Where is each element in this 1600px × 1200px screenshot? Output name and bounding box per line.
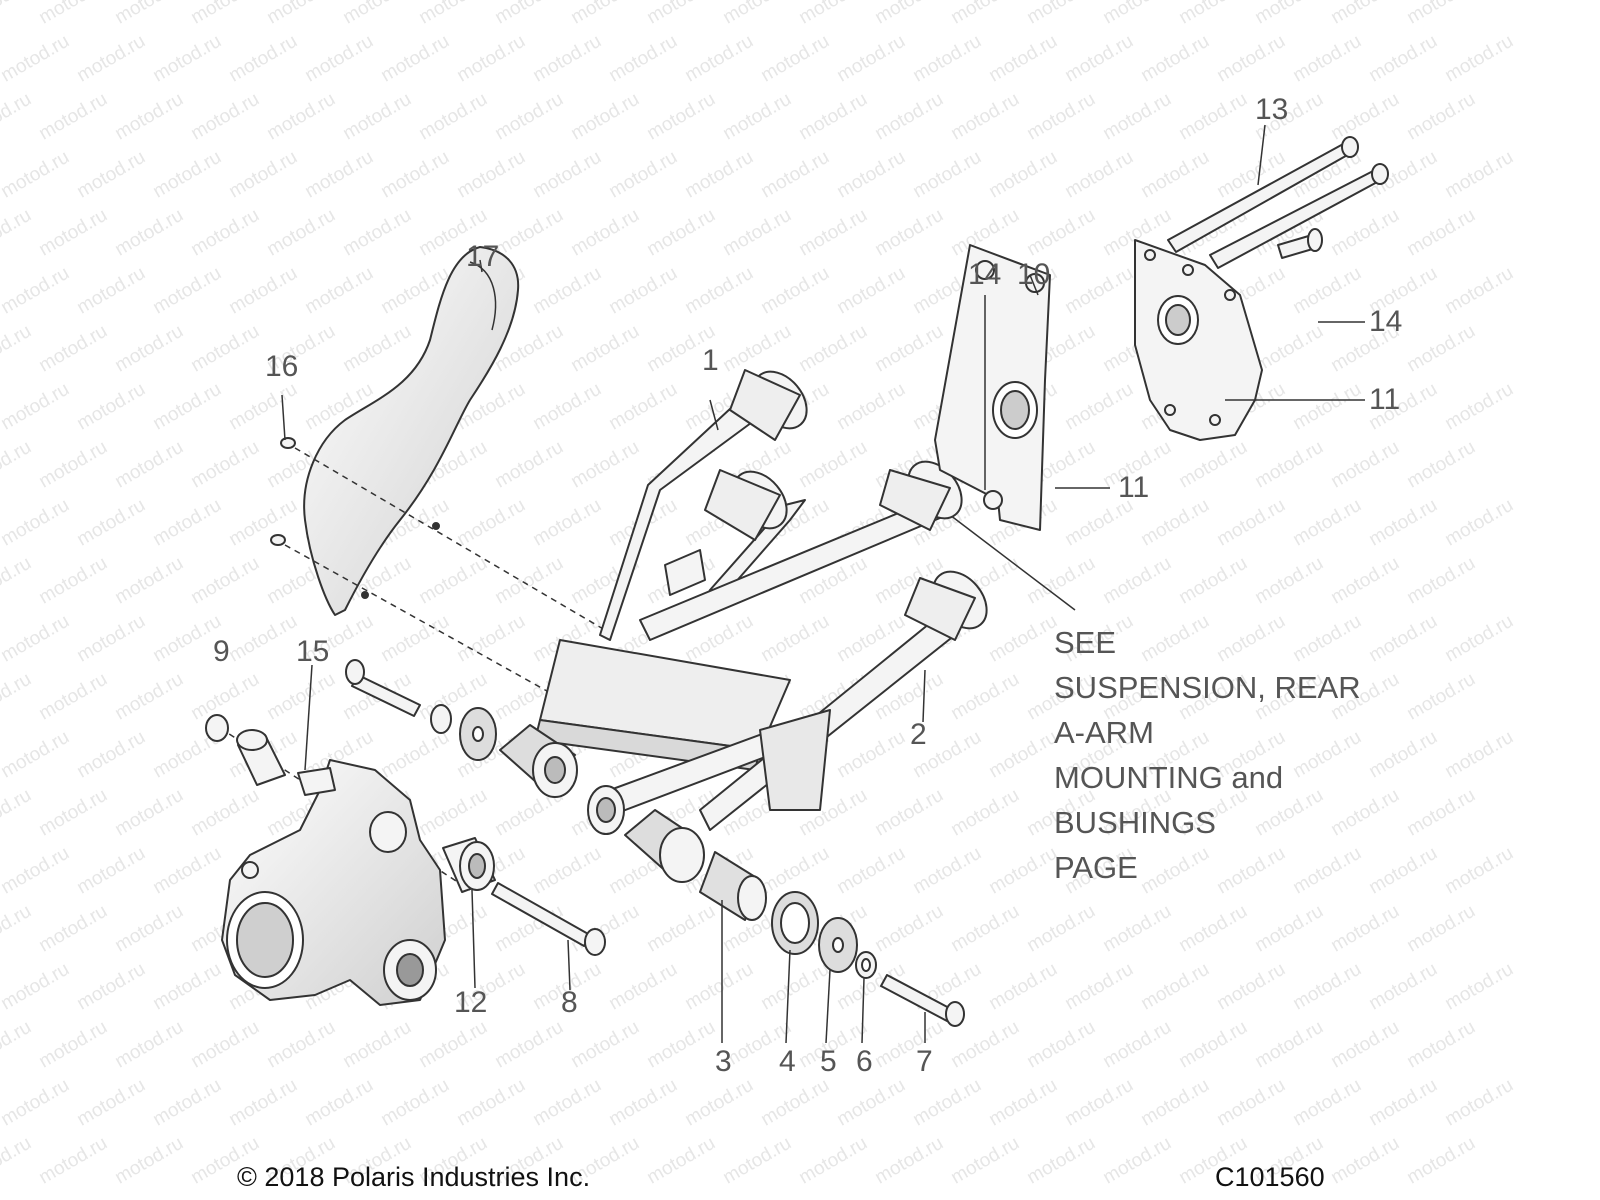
callout-6: 6	[856, 1045, 873, 1078]
part-17-guard	[303, 246, 520, 616]
note-line-5: BUSHINGS	[1054, 805, 1216, 840]
callout-11-left: 11	[1118, 471, 1150, 504]
part-3-sleeve	[699, 851, 767, 921]
part-11-bracket-right	[1134, 239, 1263, 441]
arm-bushings	[499, 724, 705, 883]
part-11-bracket-left	[934, 244, 1051, 531]
callout-1: 1	[702, 344, 719, 377]
part-16-pins	[270, 437, 296, 546]
part-4-bearing	[771, 891, 819, 955]
callout-2: 2	[910, 718, 927, 751]
callout-5: 5	[820, 1045, 837, 1078]
callout-14-left: 14	[968, 258, 1002, 291]
part-14-bolt-right	[1277, 228, 1323, 259]
part-6-washer-small	[855, 951, 877, 979]
callout-9: 9	[213, 635, 230, 668]
note-line-6: PAGE	[1054, 850, 1138, 885]
callout-4: 4	[779, 1045, 796, 1078]
part-5-washer	[818, 917, 858, 973]
part-15-bushing-sleeve	[236, 729, 286, 786]
note-line-1: SEE	[1054, 625, 1117, 660]
copyright-text: © 2018 Polaris Industries Inc.	[237, 1162, 591, 1192]
callout-16: 16	[265, 350, 299, 383]
callout-15: 15	[296, 635, 330, 668]
reference-note: SEE SUSPENSION, REAR A-ARM MOUNTING and …	[1054, 620, 1361, 890]
figure-id: C101560	[1215, 1162, 1325, 1192]
note-line-3: A-ARM	[1054, 715, 1154, 750]
part-12-bushing	[442, 837, 496, 893]
callout-3: 3	[715, 1045, 732, 1078]
callout-11-right: 11	[1369, 383, 1401, 416]
part-8-bolt	[491, 882, 606, 956]
callout-10: 10	[1017, 258, 1051, 291]
leader-lines	[281, 124, 1365, 1044]
part-2-lower-a-arm	[609, 570, 988, 831]
washer-large-upper	[459, 707, 497, 761]
part-7-bolt	[880, 974, 965, 1027]
callout-17: 17	[466, 240, 500, 273]
part-9-cap	[205, 714, 229, 742]
note-line-4: MOUNTING and	[1054, 760, 1284, 795]
note-line-2: SUSPENSION, REAR	[1054, 670, 1361, 705]
washer-small-upper	[430, 704, 452, 734]
callout-13: 13	[1255, 93, 1289, 126]
part-13-long-bolts	[1167, 136, 1389, 269]
callout-12: 12	[454, 986, 488, 1019]
part-15-knuckle	[221, 759, 446, 1006]
part-1-upper-a-arm	[534, 369, 963, 771]
callout-7: 7	[916, 1045, 933, 1078]
callout-8: 8	[561, 986, 578, 1019]
callout-14-right: 14	[1369, 305, 1403, 338]
bolt-upper-left	[345, 659, 421, 717]
